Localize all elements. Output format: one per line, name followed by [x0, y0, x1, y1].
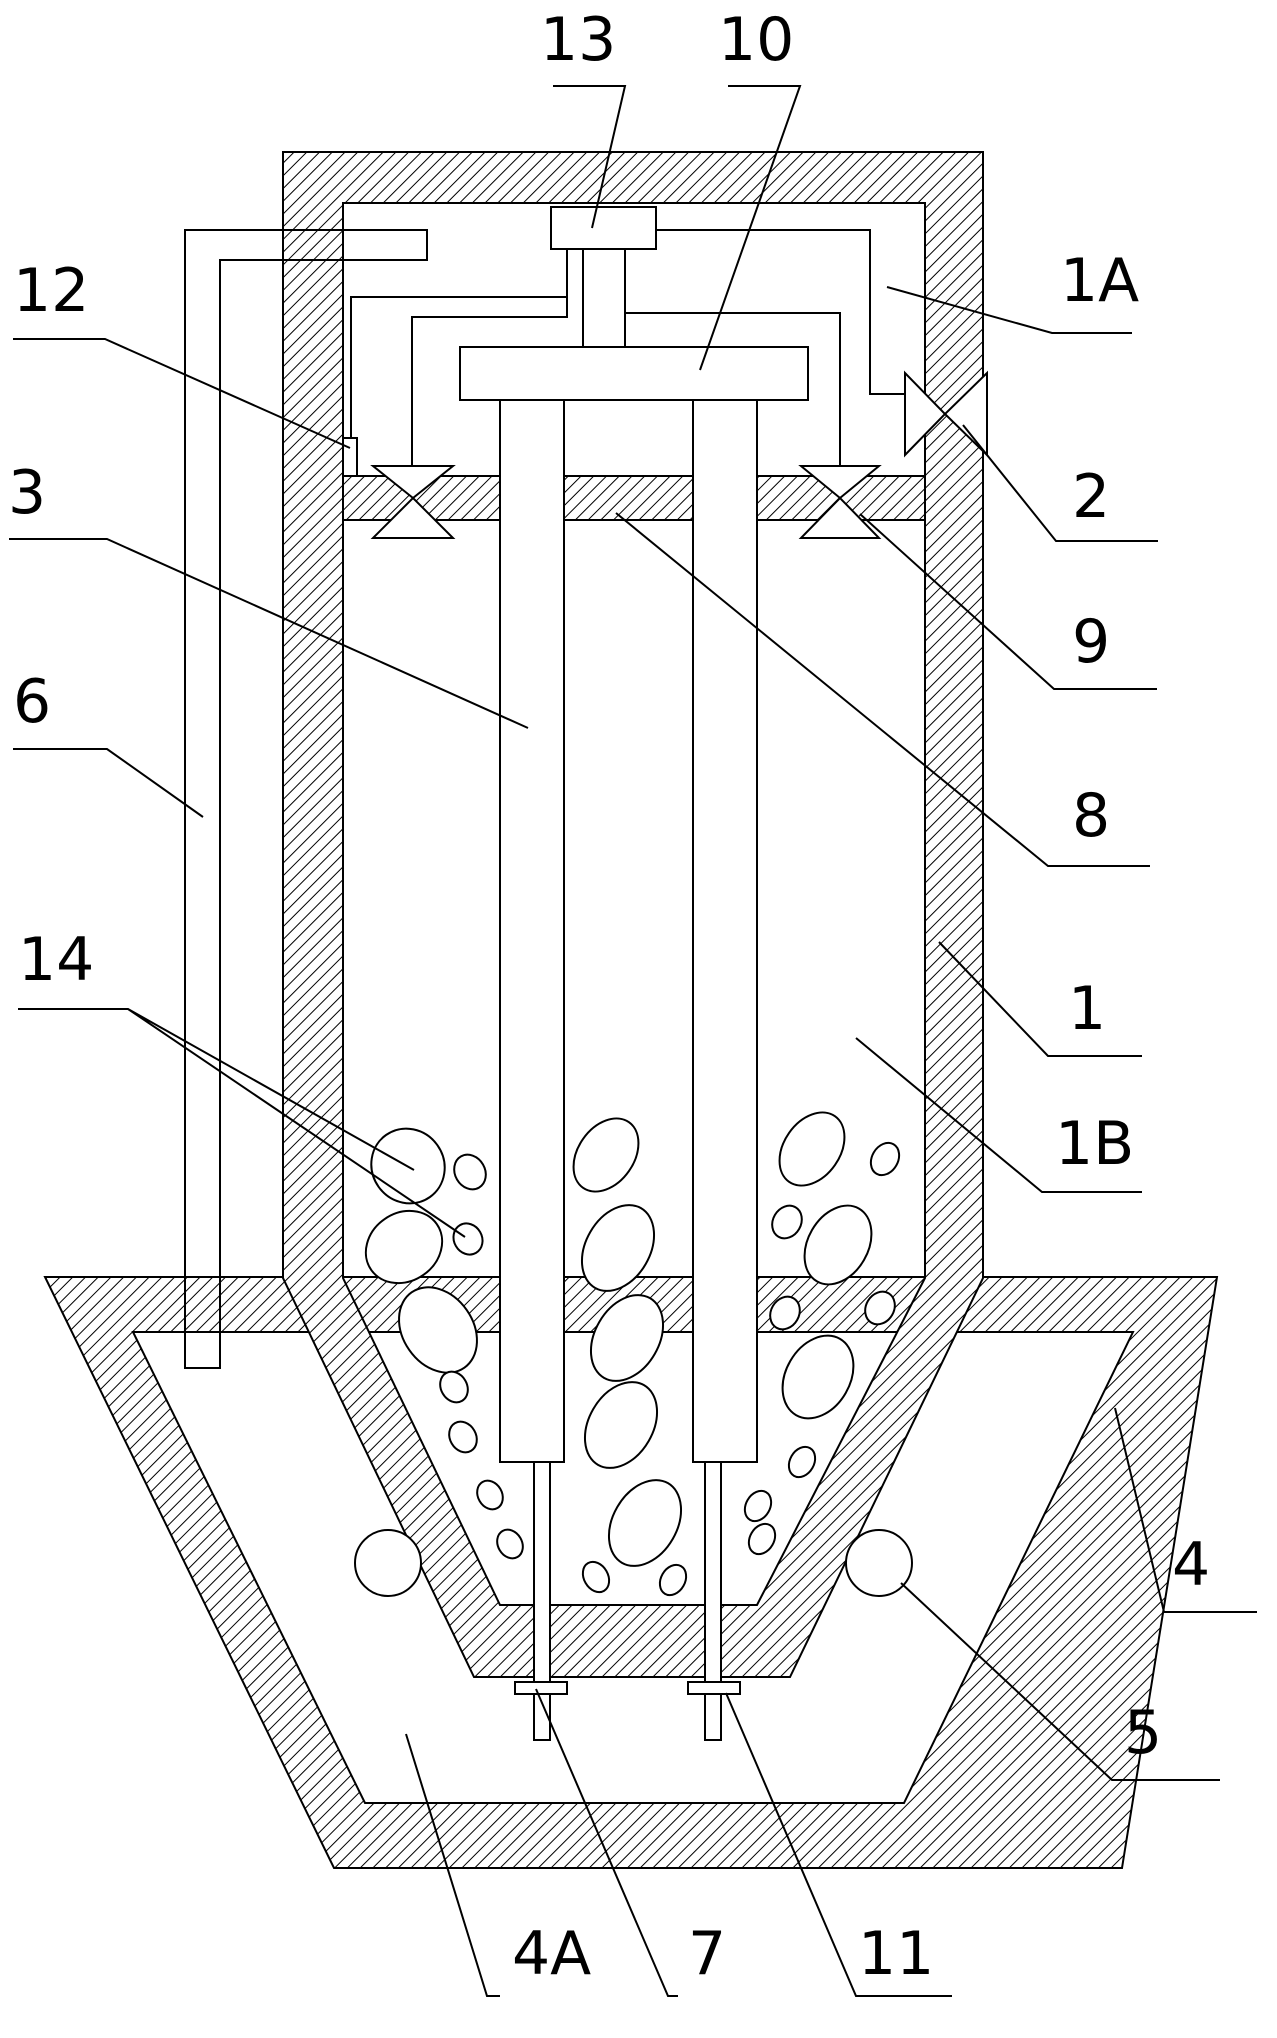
electrode-tube-right	[692, 399, 758, 1463]
label-9: 9	[1072, 607, 1110, 677]
wire-to-box	[582, 249, 626, 347]
pipe-6	[184, 229, 428, 1369]
label-6: 6	[13, 667, 51, 737]
clamp-11	[687, 1681, 741, 1695]
label-14: 14	[18, 925, 94, 995]
roller-left	[354, 1529, 422, 1597]
right-valve-9	[798, 465, 882, 539]
label-2: 2	[1072, 462, 1110, 532]
label-11: 11	[858, 1919, 934, 1989]
wire-to-valve-2	[656, 229, 905, 395]
valve-2	[904, 370, 988, 458]
sensor-12	[342, 437, 358, 477]
label-4: 4	[1172, 1530, 1210, 1600]
wire-to-left-valve	[411, 297, 568, 466]
label-7: 7	[688, 1919, 726, 1989]
left-valve-9	[370, 465, 456, 539]
label-1B: 1B	[1055, 1109, 1134, 1179]
label-12: 12	[13, 256, 89, 326]
wire-to-sensor	[350, 249, 568, 438]
label-4A: 4A	[512, 1919, 591, 1989]
label-1A: 1A	[1060, 246, 1139, 316]
rod-left	[533, 1461, 551, 1741]
roller-5	[845, 1529, 913, 1597]
electrode-tube-left	[499, 399, 565, 1463]
clamp-7	[514, 1681, 568, 1695]
label-13: 13	[540, 5, 616, 75]
leader-lines	[9, 85, 1257, 1997]
label-10: 10	[718, 5, 794, 75]
label-8: 8	[1072, 781, 1110, 851]
rod-right	[704, 1461, 722, 1741]
wire-to-right-valve	[624, 297, 841, 466]
label-3: 3	[8, 458, 46, 528]
top-box-10	[459, 346, 809, 401]
label-5: 5	[1124, 1698, 1162, 1768]
label-1: 1	[1068, 974, 1106, 1044]
controller-13	[550, 206, 657, 250]
reactor-vessel-wall	[282, 151, 984, 1678]
